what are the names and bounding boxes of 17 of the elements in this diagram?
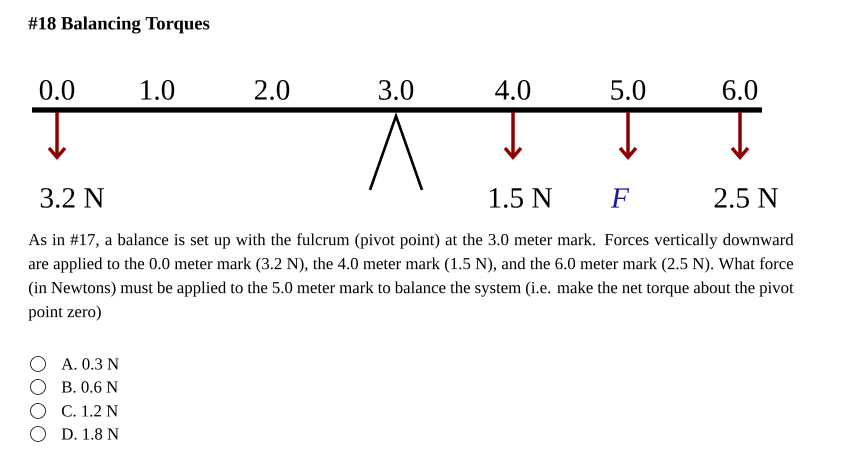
scale-label: 1.0 — [141, 80, 174, 100]
force-label: 3.2 N — [40, 188, 104, 208]
scale-label: 4.0 — [495, 80, 530, 100]
title: #18 Balancing Torques — [28, 16, 210, 34]
scale-label: 0.0 — [40, 80, 74, 100]
scale-label: 3.0 — [379, 80, 414, 100]
answer-choice: A. 0.3 N — [61, 358, 119, 370]
scale-label: 6.0 — [722, 80, 758, 100]
answer-choice: D. 1.8 N — [62, 428, 119, 440]
answer-choice: B. 0.6 N — [62, 381, 118, 393]
scale-label: 5.0 — [611, 80, 646, 100]
force-label: 1.5 N — [490, 188, 552, 208]
force-label: 2.5 N — [714, 188, 778, 208]
scale-label: 2.0 — [254, 80, 290, 100]
question-text: As in #17, a balance is set up with the fulcrum (pivot point) at the 3.0 meter mark. Forces vertically downward are applied to the 0.0 meter mark (3.2 N), the 4.0 meter mark (1.5 N), and the 6.0 meter mark (2.5 N). What force (in Newtons) must be applied to the 5.0 meter mark to balance the system (i.e. make the net torque about the pivot point zero) — [28, 233, 794, 321]
force-label: F — [610, 188, 630, 208]
answer-choice: C. 1.2 N — [62, 405, 118, 417]
